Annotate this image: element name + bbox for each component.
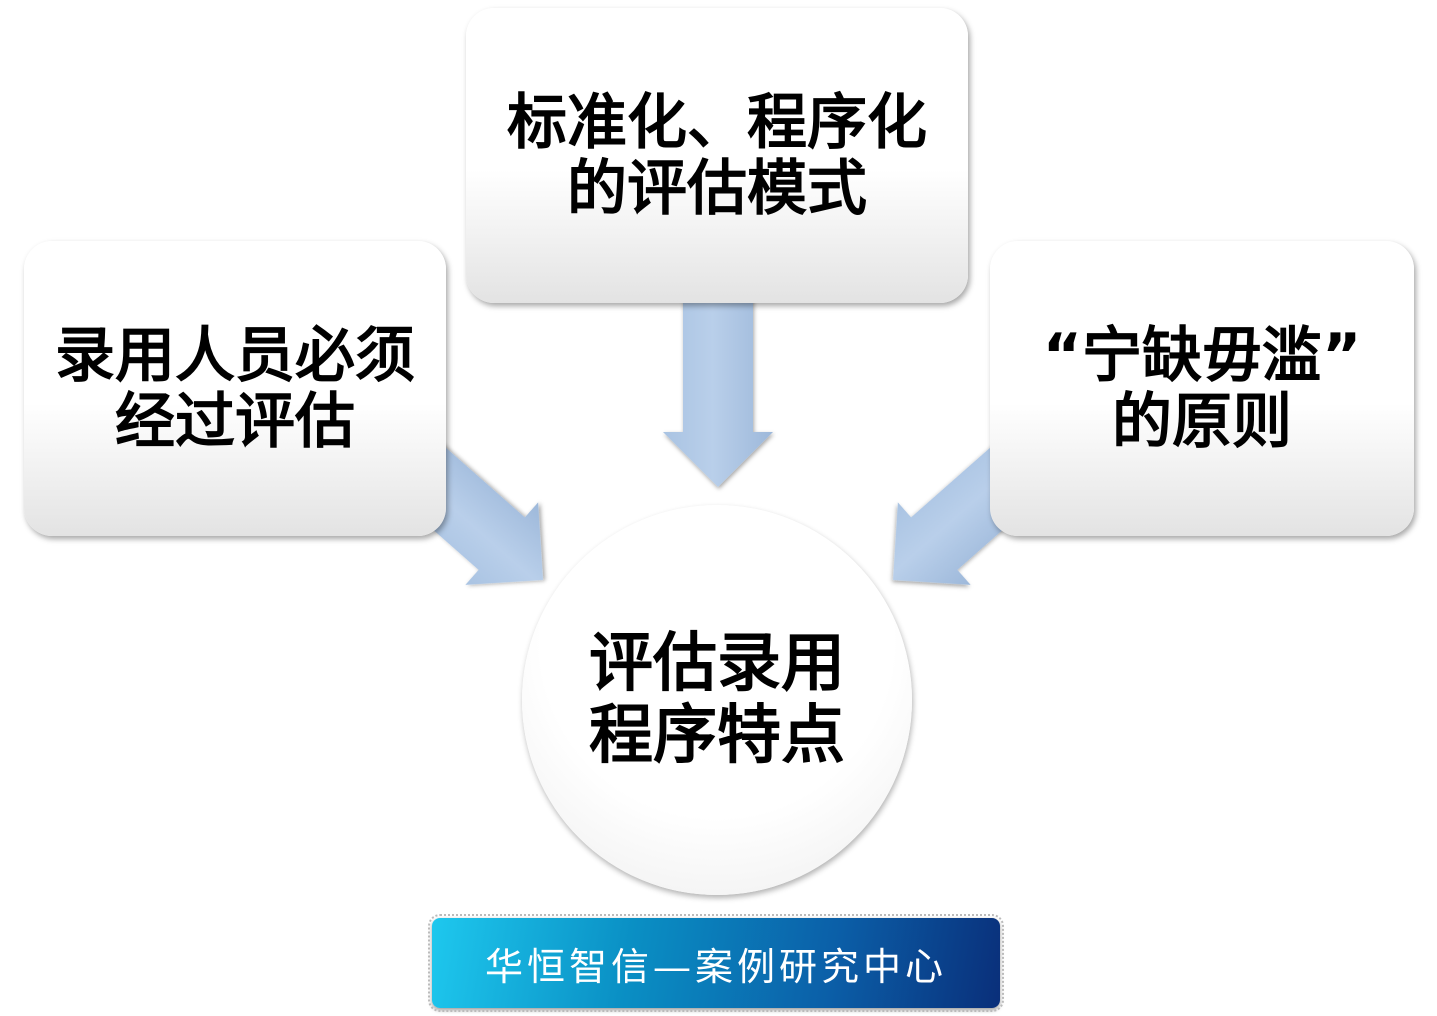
right-box-line2: 的原则 bbox=[1112, 386, 1292, 457]
top-box: 标准化、程序化的评估模式 bbox=[466, 8, 968, 303]
center-circle: 评估录用 程序特点 bbox=[522, 505, 912, 895]
top-box-line1: 标准化、程序化 bbox=[507, 87, 927, 158]
center-line1: 评估录用 bbox=[589, 627, 845, 701]
footer-banner: 华恒智信—案例研究中心 bbox=[428, 914, 1004, 1012]
right-box-line1: “宁缺毋滥” bbox=[1042, 320, 1362, 391]
center-line2: 程序特点 bbox=[589, 699, 845, 773]
arrow-down bbox=[663, 297, 773, 487]
left-box-line1: 录用人员必须 bbox=[55, 320, 415, 391]
banner-text: 华恒智信—案例研究中心 bbox=[484, 944, 947, 989]
right-box: “宁缺毋滥”的原则 bbox=[990, 241, 1414, 536]
left-box: 录用人员必须经过评估 bbox=[24, 241, 446, 536]
top-box-line2: 的评估模式 bbox=[567, 153, 867, 224]
left-box-line2: 经过评估 bbox=[115, 386, 355, 457]
